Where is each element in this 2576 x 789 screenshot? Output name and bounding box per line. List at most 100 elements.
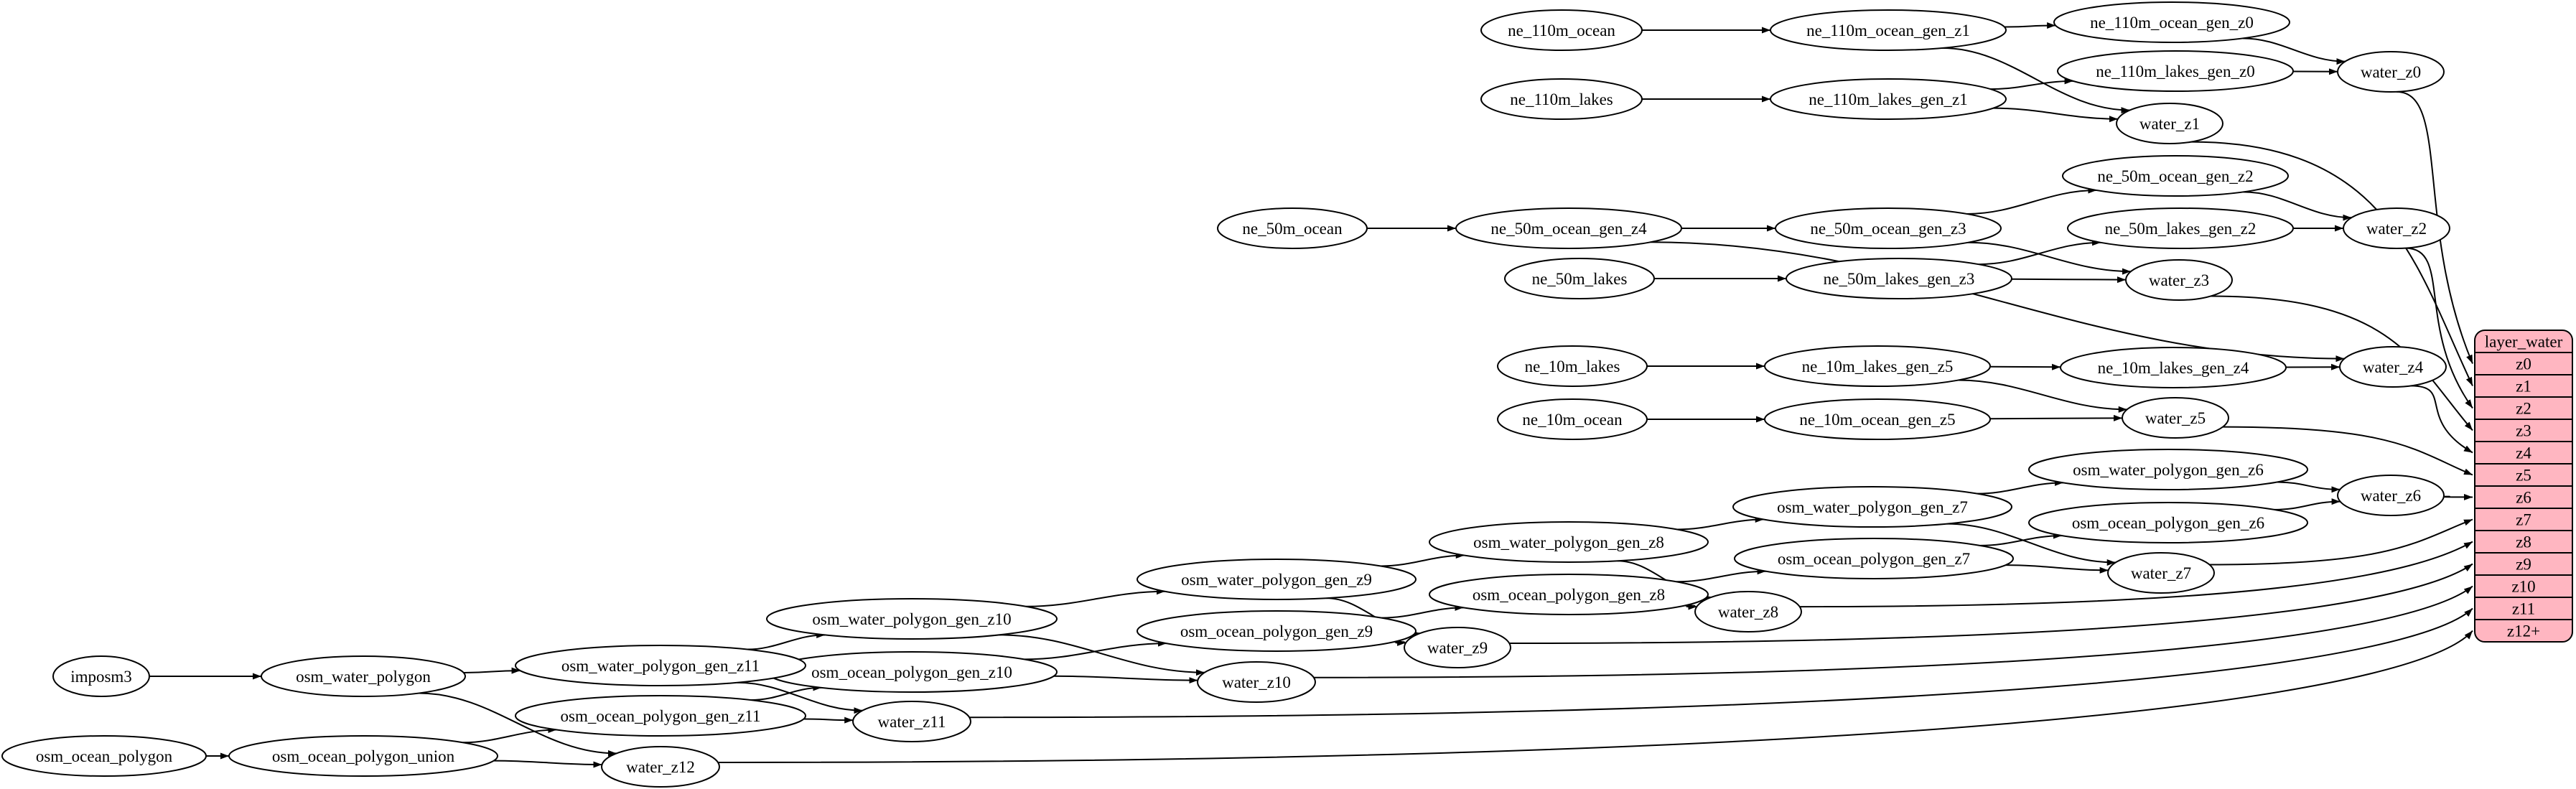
node-ne_50m_lakes_gen_z2-label: ne_50m_lakes_gen_z2 xyxy=(2105,220,2257,238)
node-water_z8-shape xyxy=(1694,591,1802,632)
edge-osm_water_polygon-to-osm_water_polygon_gen_z11 xyxy=(463,667,521,674)
edge-osm_ocean_polygon_gen_z7-to-osm_ocean_polygon_gen_z6 xyxy=(1980,532,2062,546)
node-ne_50m_lakes: ne_50m_lakes xyxy=(1504,258,1655,299)
edge-ne_50m_ocean_gen_z3-to-ne_50m_ocean_gen_z2 xyxy=(1966,187,2097,215)
edge-ne_110m_ocean_gen_z1-to-ne_110m_ocean_gen_z0 xyxy=(2004,22,2056,29)
record-row-z6: z6 xyxy=(2516,489,2531,507)
node-water_z12-shape xyxy=(601,746,720,788)
edge-ne_50m_ocean_gen_z4-to-water_z4 xyxy=(1651,241,2345,363)
node-osm_ocean_polygon_union: osm_ocean_polygon_union xyxy=(228,735,498,777)
node-osm_ocean_polygon_gen_z10-label: osm_ocean_polygon_gen_z10 xyxy=(811,663,1012,681)
node-ne_110m_ocean_gen_z0-label: ne_110m_ocean_gen_z0 xyxy=(2090,14,2254,32)
node-water_z0-label: water_z0 xyxy=(2361,63,2421,81)
node-osm_ocean_polygon: osm_ocean_polygon xyxy=(1,735,207,777)
node-osm_ocean_polygon_gen_z8-label: osm_ocean_polygon_gen_z8 xyxy=(1473,586,1665,604)
node-osm_ocean_polygon_gen_z7-shape xyxy=(1734,538,2014,579)
node-ne_110m_lakes_gen_z0-label: ne_110m_lakes_gen_z0 xyxy=(2096,62,2254,80)
node-ne_110m_lakes-shape xyxy=(1480,78,1643,120)
node-water_z9: water_z9 xyxy=(1404,627,1511,668)
node-ne_10m_lakes-shape xyxy=(1497,345,1648,387)
node-osm_water_polygon_gen_z6-shape xyxy=(2028,449,2308,490)
node-ne_110m_ocean_gen_z0-shape xyxy=(2053,1,2290,43)
edge-osm_ocean_polygon_gen_z11-to-water_z11 xyxy=(803,716,854,724)
node-ne_110m_ocean-label: ne_110m_ocean xyxy=(1508,22,1615,39)
node-osm_water_polygon_gen_z9-label: osm_water_polygon_gen_z9 xyxy=(1181,571,1372,589)
edge-water_z5-to-layer_water-z5 xyxy=(2223,426,2473,476)
node-osm_water_polygon_gen_z7-label: osm_water_polygon_gen_z7 xyxy=(1777,498,1968,516)
edge-water_z4-to-layer_water-z4 xyxy=(2411,385,2473,454)
node-ne_10m_lakes_gen_z4-label: ne_10m_lakes_gen_z4 xyxy=(2098,359,2249,377)
node-ne_110m_lakes_gen_z0-shape xyxy=(2057,50,2294,92)
node-ne_110m_lakes_gen_z1-label: ne_110m_lakes_gen_z1 xyxy=(1809,90,1967,108)
edge-water_z12-to-layer_water-z12+ xyxy=(718,630,2473,763)
edge-water_z10-to-layer_water-z10 xyxy=(1313,585,2473,678)
node-osm_ocean_polygon_gen_z6-label: osm_ocean_polygon_gen_z6 xyxy=(2072,514,2264,532)
edge-water_z7-to-layer_water-z7 xyxy=(2209,518,2473,566)
node-imposm3: imposm3 xyxy=(52,655,150,697)
node-imposm3-label: imposm3 xyxy=(70,668,132,686)
edge-osm_ocean_polygon_gen_z7-to-water_z7 xyxy=(2005,564,2109,574)
node-water_z11-label: water_z11 xyxy=(878,713,946,731)
node-water_z6-shape xyxy=(2337,475,2445,516)
node-water_z7-shape xyxy=(2107,552,2215,594)
node-ne_10m_ocean_gen_z5: ne_10m_ocean_gen_z5 xyxy=(1764,398,1991,440)
node-ne_50m_lakes_gen_z2: ne_50m_lakes_gen_z2 xyxy=(2067,207,2294,249)
edge-water_z3-to-layer_water-z3 xyxy=(2211,295,2473,431)
edge-osm_ocean_polygon_gen_z10-to-water_z10 xyxy=(1053,675,1198,684)
node-osm_ocean_polygon_union-label: osm_ocean_polygon_union xyxy=(272,747,455,765)
record-row-z3: z3 xyxy=(2516,422,2531,440)
edge-osm_water_polygon_gen_z8-to-osm_water_polygon_gen_z7 xyxy=(1677,516,1764,531)
node-ne_10m_ocean-label: ne_10m_ocean xyxy=(1522,411,1623,429)
node-ne_10m_lakes_gen_z4: ne_10m_lakes_gen_z4 xyxy=(2060,347,2287,388)
node-osm_water_polygon_gen_z8-shape xyxy=(1429,521,1709,563)
edge-osm_water_polygon_gen_z11-to-water_z11 xyxy=(737,681,863,714)
node-osm_water_polygon_gen_z11: osm_water_polygon_gen_z11 xyxy=(515,645,806,686)
node-ne_50m_ocean_gen_z2-shape xyxy=(2062,155,2289,197)
node-ne_50m_lakes-label: ne_50m_lakes xyxy=(1532,270,1628,288)
node-ne_110m_lakes_gen_z1-shape xyxy=(1770,78,2007,120)
record-layer: layer_waterz0z1z2z3z4z5z6z7z8z9z10z11z12… xyxy=(2474,330,2573,643)
edge-water_z6-to-layer_water-z6 xyxy=(2443,493,2473,500)
node-osm_water_polygon-label: osm_water_polygon xyxy=(296,668,431,686)
node-ne_10m_ocean-shape xyxy=(1497,398,1648,440)
edge-ne_50m_lakes_gen_z3-to-water_z3 xyxy=(2011,276,2127,284)
node-water_z12: water_z12 xyxy=(601,746,720,788)
node-ne_50m_ocean_gen_z3: ne_50m_ocean_gen_z3 xyxy=(1775,207,2002,249)
node-osm_ocean_polygon_gen_z10: osm_ocean_polygon_gen_z10 xyxy=(766,651,1058,693)
node-ne_10m_lakes-label: ne_10m_lakes xyxy=(1525,358,1620,375)
node-ne_50m_ocean: ne_50m_ocean xyxy=(1217,207,1368,249)
node-osm_ocean_polygon_gen_z7: osm_ocean_polygon_gen_z7 xyxy=(1734,538,2014,579)
record-row-z8: z8 xyxy=(2516,533,2531,551)
node-ne_50m_ocean-shape xyxy=(1217,207,1368,249)
node-water_z11: water_z11 xyxy=(852,701,971,742)
edge-ne_50m_ocean_gen_z3-to-water_z3 xyxy=(1968,241,2132,275)
node-osm_ocean_polygon_gen_z11-label: osm_ocean_polygon_gen_z11 xyxy=(561,707,761,725)
edge-osm_water_polygon_gen_z6-to-water_z6 xyxy=(2277,481,2341,493)
node-ne_110m_lakes_gen_z1: ne_110m_lakes_gen_z1 xyxy=(1770,78,2007,120)
node-ne_10m_lakes_gen_z4-shape xyxy=(2060,347,2287,388)
edge-water_z11-to-layer_water-z11 xyxy=(969,607,2473,719)
record-row-z10: z10 xyxy=(2511,578,2535,596)
edge-osm_ocean_polygon_union-to-osm_ocean_polygon_gen_z11 xyxy=(462,727,557,744)
node-water_z5: water_z5 xyxy=(2122,397,2229,439)
edge-ne_50m_lakes_gen_z3-to-ne_50m_lakes_gen_z2 xyxy=(1978,239,2101,266)
edge-ne_110m_ocean_gen_z1-to-water_z1 xyxy=(1942,47,2130,114)
node-osm_ocean_polygon_gen_z11: osm_ocean_polygon_gen_z11 xyxy=(515,695,806,737)
node-osm_water_polygon_gen_z9: osm_water_polygon_gen_z9 xyxy=(1137,559,1417,600)
node-ne_50m_ocean_gen_z4-shape xyxy=(1455,207,1682,249)
edge-osm_ocean_polygon_gen_z11-to-osm_ocean_polygon_gen_z10 xyxy=(750,684,822,701)
node-osm_ocean_polygon_gen_z6: osm_ocean_polygon_gen_z6 xyxy=(2028,502,2308,543)
node-water_z5-label: water_z5 xyxy=(2145,409,2206,427)
node-osm_water_polygon_gen_z10-shape xyxy=(766,598,1058,640)
edge-water_z2-to-layer_water-z2 xyxy=(2405,247,2473,409)
node-ne_50m_lakes_gen_z3-label: ne_50m_lakes_gen_z3 xyxy=(1824,270,1975,288)
edge-ne_10m_lakes_gen_z5-to-water_z5 xyxy=(1958,379,2127,413)
node-ne_50m_lakes-shape xyxy=(1504,258,1655,299)
edge-water_z8-to-layer_water-z8 xyxy=(1799,541,2473,608)
record-row-z9: z9 xyxy=(2516,556,2531,574)
node-water_z10: water_z10 xyxy=(1197,661,1316,703)
node-osm_water_polygon_gen_z11-shape xyxy=(515,645,806,686)
node-water_z8-label: water_z8 xyxy=(1718,603,1778,621)
node-water_z6: water_z6 xyxy=(2337,475,2445,516)
